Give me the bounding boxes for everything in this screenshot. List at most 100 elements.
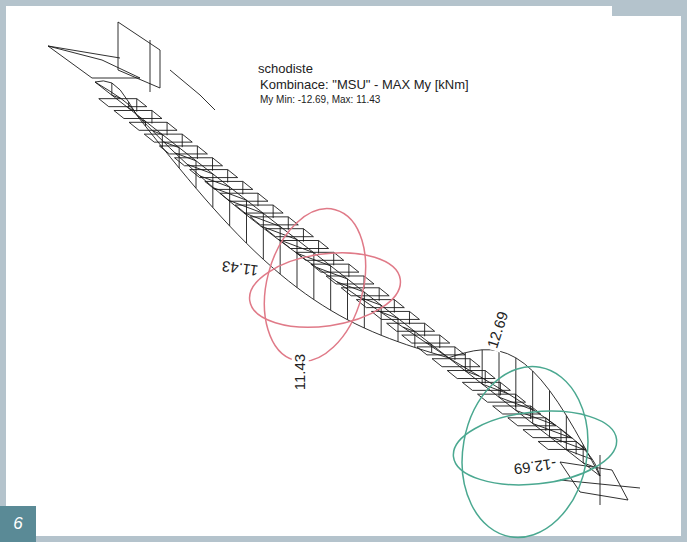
model-line bbox=[129, 108, 134, 110]
model-line bbox=[403, 327, 415, 332]
model-line bbox=[129, 122, 177, 130]
model-line bbox=[538, 441, 586, 449]
model-line bbox=[326, 276, 374, 284]
figure-number: 6 bbox=[13, 515, 22, 534]
model-line bbox=[144, 134, 192, 142]
model-line bbox=[454, 347, 455, 360]
model-line bbox=[227, 170, 228, 183]
model-line bbox=[462, 382, 510, 390]
corner-tab bbox=[612, 0, 687, 16]
model-line bbox=[417, 347, 465, 355]
model-line bbox=[288, 217, 289, 230]
model-line bbox=[136, 99, 137, 112]
model-line bbox=[212, 174, 213, 208]
model-line bbox=[387, 323, 435, 331]
moment-value: 11.43 bbox=[219, 257, 261, 279]
highlight-ellipse bbox=[248, 197, 381, 373]
model-line bbox=[583, 445, 584, 463]
model-line bbox=[426, 342, 432, 344]
model-line bbox=[142, 120, 146, 121]
moment-value: 11.43 bbox=[292, 352, 309, 392]
model-line bbox=[394, 300, 395, 313]
model-line bbox=[364, 292, 365, 328]
model-line bbox=[318, 241, 319, 254]
model-line bbox=[341, 288, 389, 296]
model-line bbox=[409, 311, 410, 324]
model-line bbox=[499, 397, 534, 410]
model-line bbox=[465, 353, 466, 371]
model-line bbox=[532, 371, 533, 423]
model-line bbox=[371, 311, 419, 319]
model-line bbox=[112, 95, 121, 98]
model-line bbox=[333, 252, 334, 265]
model-line bbox=[515, 358, 516, 410]
model-line bbox=[482, 350, 483, 384]
diagram-title: schodiste bbox=[258, 62, 313, 76]
highlight-ellipse bbox=[449, 357, 601, 542]
model-line bbox=[379, 288, 380, 301]
model-line bbox=[200, 176, 230, 187]
model-line bbox=[550, 437, 585, 450]
model-line bbox=[48, 46, 120, 58]
model-line bbox=[196, 161, 197, 188]
model-line bbox=[257, 193, 258, 206]
model-line bbox=[244, 213, 280, 227]
model-line bbox=[566, 415, 567, 449]
highlight-ellipse bbox=[450, 404, 621, 493]
model-line bbox=[170, 70, 215, 110]
model-line bbox=[150, 40, 151, 92]
model-line bbox=[214, 188, 247, 200]
model-line bbox=[205, 181, 253, 189]
model-line bbox=[398, 318, 399, 341]
model-line bbox=[281, 241, 329, 249]
model-line bbox=[600, 455, 601, 505]
model-line bbox=[381, 305, 382, 335]
model-line bbox=[162, 135, 163, 148]
model-line bbox=[273, 205, 274, 218]
highlight-ellipse bbox=[245, 244, 406, 336]
model-line bbox=[220, 193, 268, 201]
model-line bbox=[316, 267, 347, 279]
figure-number-box bbox=[0, 506, 36, 542]
model-line bbox=[179, 148, 180, 168]
model-line bbox=[197, 146, 198, 159]
diagram-subtitle: Kombinace: "MSU" - MAX My [kNm] bbox=[258, 78, 471, 92]
model-line bbox=[566, 450, 592, 460]
model-line bbox=[303, 229, 304, 242]
model-line bbox=[153, 131, 163, 135]
model-line bbox=[95, 81, 600, 476]
model-line bbox=[212, 158, 213, 171]
model-line bbox=[111, 83, 112, 95]
diagram-subtitle: My Min: -12.69, Max: 11.43 bbox=[258, 94, 382, 105]
model-line bbox=[402, 335, 450, 343]
model-line bbox=[228, 200, 263, 213]
model-line bbox=[380, 312, 398, 319]
moment-value: 12.69 bbox=[484, 308, 513, 353]
model-line bbox=[164, 142, 180, 148]
model-line bbox=[431, 345, 432, 353]
stair-model bbox=[48, 22, 640, 505]
moment-value: -12.69 bbox=[511, 455, 559, 478]
model-line bbox=[470, 359, 471, 372]
model-line bbox=[424, 323, 425, 336]
model-line bbox=[187, 164, 213, 174]
model-line bbox=[499, 351, 500, 397]
model-line bbox=[439, 335, 440, 348]
model-line bbox=[337, 282, 364, 292]
model-line bbox=[145, 121, 146, 126]
model-line bbox=[508, 418, 556, 426]
model-line bbox=[229, 187, 230, 226]
model-line bbox=[242, 181, 243, 194]
model-line bbox=[95, 82, 600, 476]
model-line bbox=[549, 390, 550, 436]
model-line bbox=[414, 332, 415, 348]
model-line bbox=[167, 122, 168, 135]
model-line bbox=[576, 441, 577, 454]
model-line bbox=[151, 110, 152, 123]
model-line bbox=[465, 371, 479, 376]
model-line bbox=[95, 82, 600, 476]
model-line bbox=[128, 102, 129, 108]
model-line bbox=[347, 279, 348, 320]
model-line bbox=[118, 22, 160, 88]
model-line bbox=[485, 371, 486, 384]
